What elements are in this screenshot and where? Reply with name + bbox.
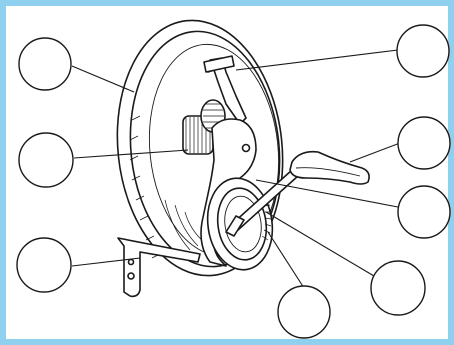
callout-3[interactable]	[19, 133, 73, 187]
wall-bracket	[118, 238, 200, 296]
callout-1[interactable]	[19, 38, 71, 90]
callout-5[interactable]	[398, 186, 450, 238]
callout-8[interactable]	[278, 286, 330, 338]
callout-2[interactable]	[397, 25, 449, 77]
callout-6[interactable]	[17, 238, 71, 292]
callout-7[interactable]	[371, 261, 425, 315]
callout-4[interactable]	[398, 117, 450, 169]
